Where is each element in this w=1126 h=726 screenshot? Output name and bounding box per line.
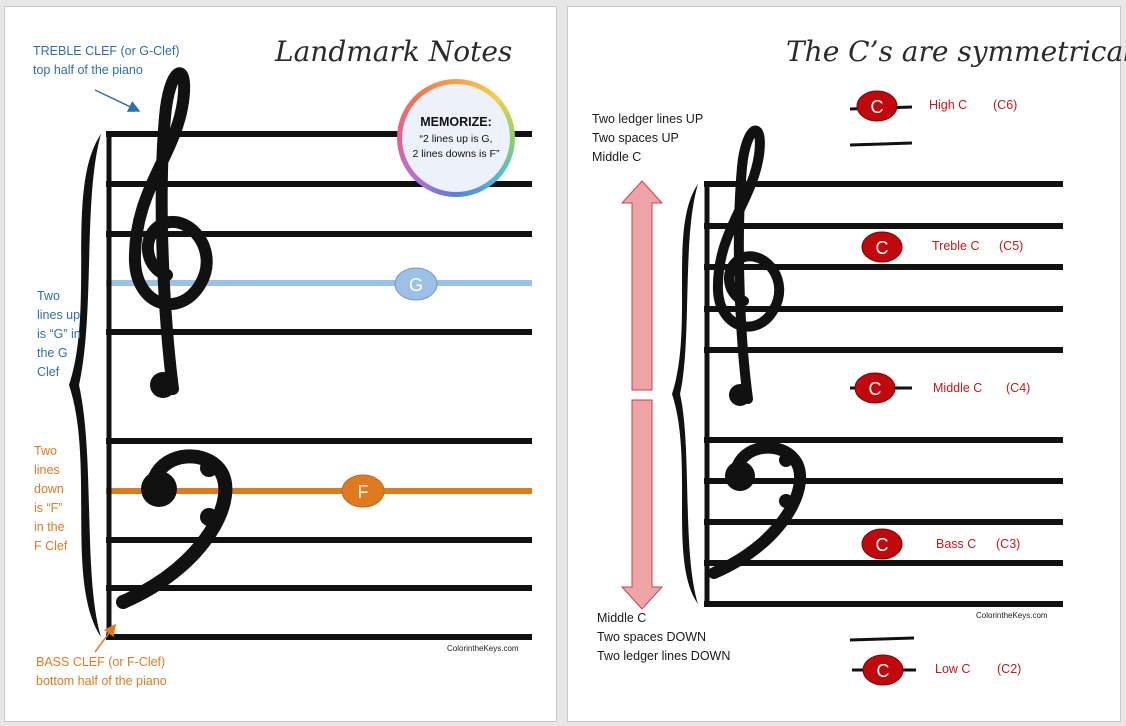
up-explanation: Two ledger lines UP Two spaces UP Middle… — [592, 112, 704, 164]
c-note-name: High C — [929, 98, 968, 112]
c-note-code: (C3) — [996, 537, 1021, 551]
treble-arrow — [94, 89, 141, 112]
staff-lines — [106, 131, 532, 640]
landmark-notes-page: Landmark Notes TREBLE CLEF (or G-Clef) t… — [4, 6, 557, 722]
c-note-name: Treble C — [932, 239, 980, 253]
c-note-name: Bass C — [936, 537, 977, 551]
treble-clef-icon — [712, 125, 785, 406]
memorize-title: MEMORIZE: — [420, 114, 492, 129]
symmetry-arrow-icon — [620, 180, 664, 610]
memorize-bubble: MEMORIZE: “2 lines up is G, 2 lines down… — [397, 79, 515, 197]
bass-arrow — [94, 623, 116, 653]
c-note-letter: C — [869, 379, 882, 399]
c-note-code: (C4) — [1006, 381, 1031, 395]
grand-staff-right: C C C C C — [620, 90, 1063, 686]
g-note-head — [394, 267, 438, 301]
c-note-name: Low C — [935, 662, 971, 676]
bass-clef-icon — [708, 441, 807, 579]
grand-staff-left: G F — [69, 67, 532, 653]
c-note-letter: C — [877, 661, 890, 681]
page-title: Landmark Notes — [275, 35, 513, 68]
credit: ColorintheKeys.com — [976, 611, 1048, 620]
c-note-letter: C — [871, 97, 884, 117]
brace-icon — [672, 184, 698, 604]
c-note-code: (C2) — [997, 662, 1022, 676]
c-note-code: (C5) — [999, 239, 1024, 253]
brace-icon — [69, 134, 101, 637]
page-title: The C’s are symmetrical — [786, 35, 1126, 68]
c-note-heads — [854, 90, 904, 686]
memorize-line: “2 lines up is G, — [419, 132, 493, 145]
credit: ColorintheKeys.com — [447, 644, 519, 653]
f-note-head — [341, 474, 385, 508]
g-note-letter: G — [409, 275, 423, 295]
f-note-letter: F — [358, 482, 369, 502]
c-note-letter: C — [876, 238, 889, 258]
bass-clef-icon — [116, 449, 233, 609]
treble-clef-icon — [128, 67, 213, 398]
down-explanation: Middle C Two spaces DOWN Two ledger line… — [597, 611, 731, 663]
bass-clef-label: BASS CLEF (or F-Clef) bottom half of the… — [36, 655, 167, 688]
c-note-name: Middle C — [933, 381, 983, 395]
c-note-code: (C6) — [993, 98, 1018, 112]
staff-lines — [704, 181, 1063, 607]
symmetrical-c-page: The C’s are symmetrical Two ledger lines… — [567, 6, 1126, 722]
treble-clef-label: TREBLE CLEF (or G-Clef) top half of the … — [33, 44, 180, 77]
g-explanation: Two lines up is “G” in the G Clef — [37, 289, 81, 379]
memorize-line: 2 lines downs is F” — [412, 147, 500, 160]
c-note-letter: C — [876, 535, 889, 555]
f-explanation: Two lines down is “F” in the F Clef — [34, 444, 68, 553]
